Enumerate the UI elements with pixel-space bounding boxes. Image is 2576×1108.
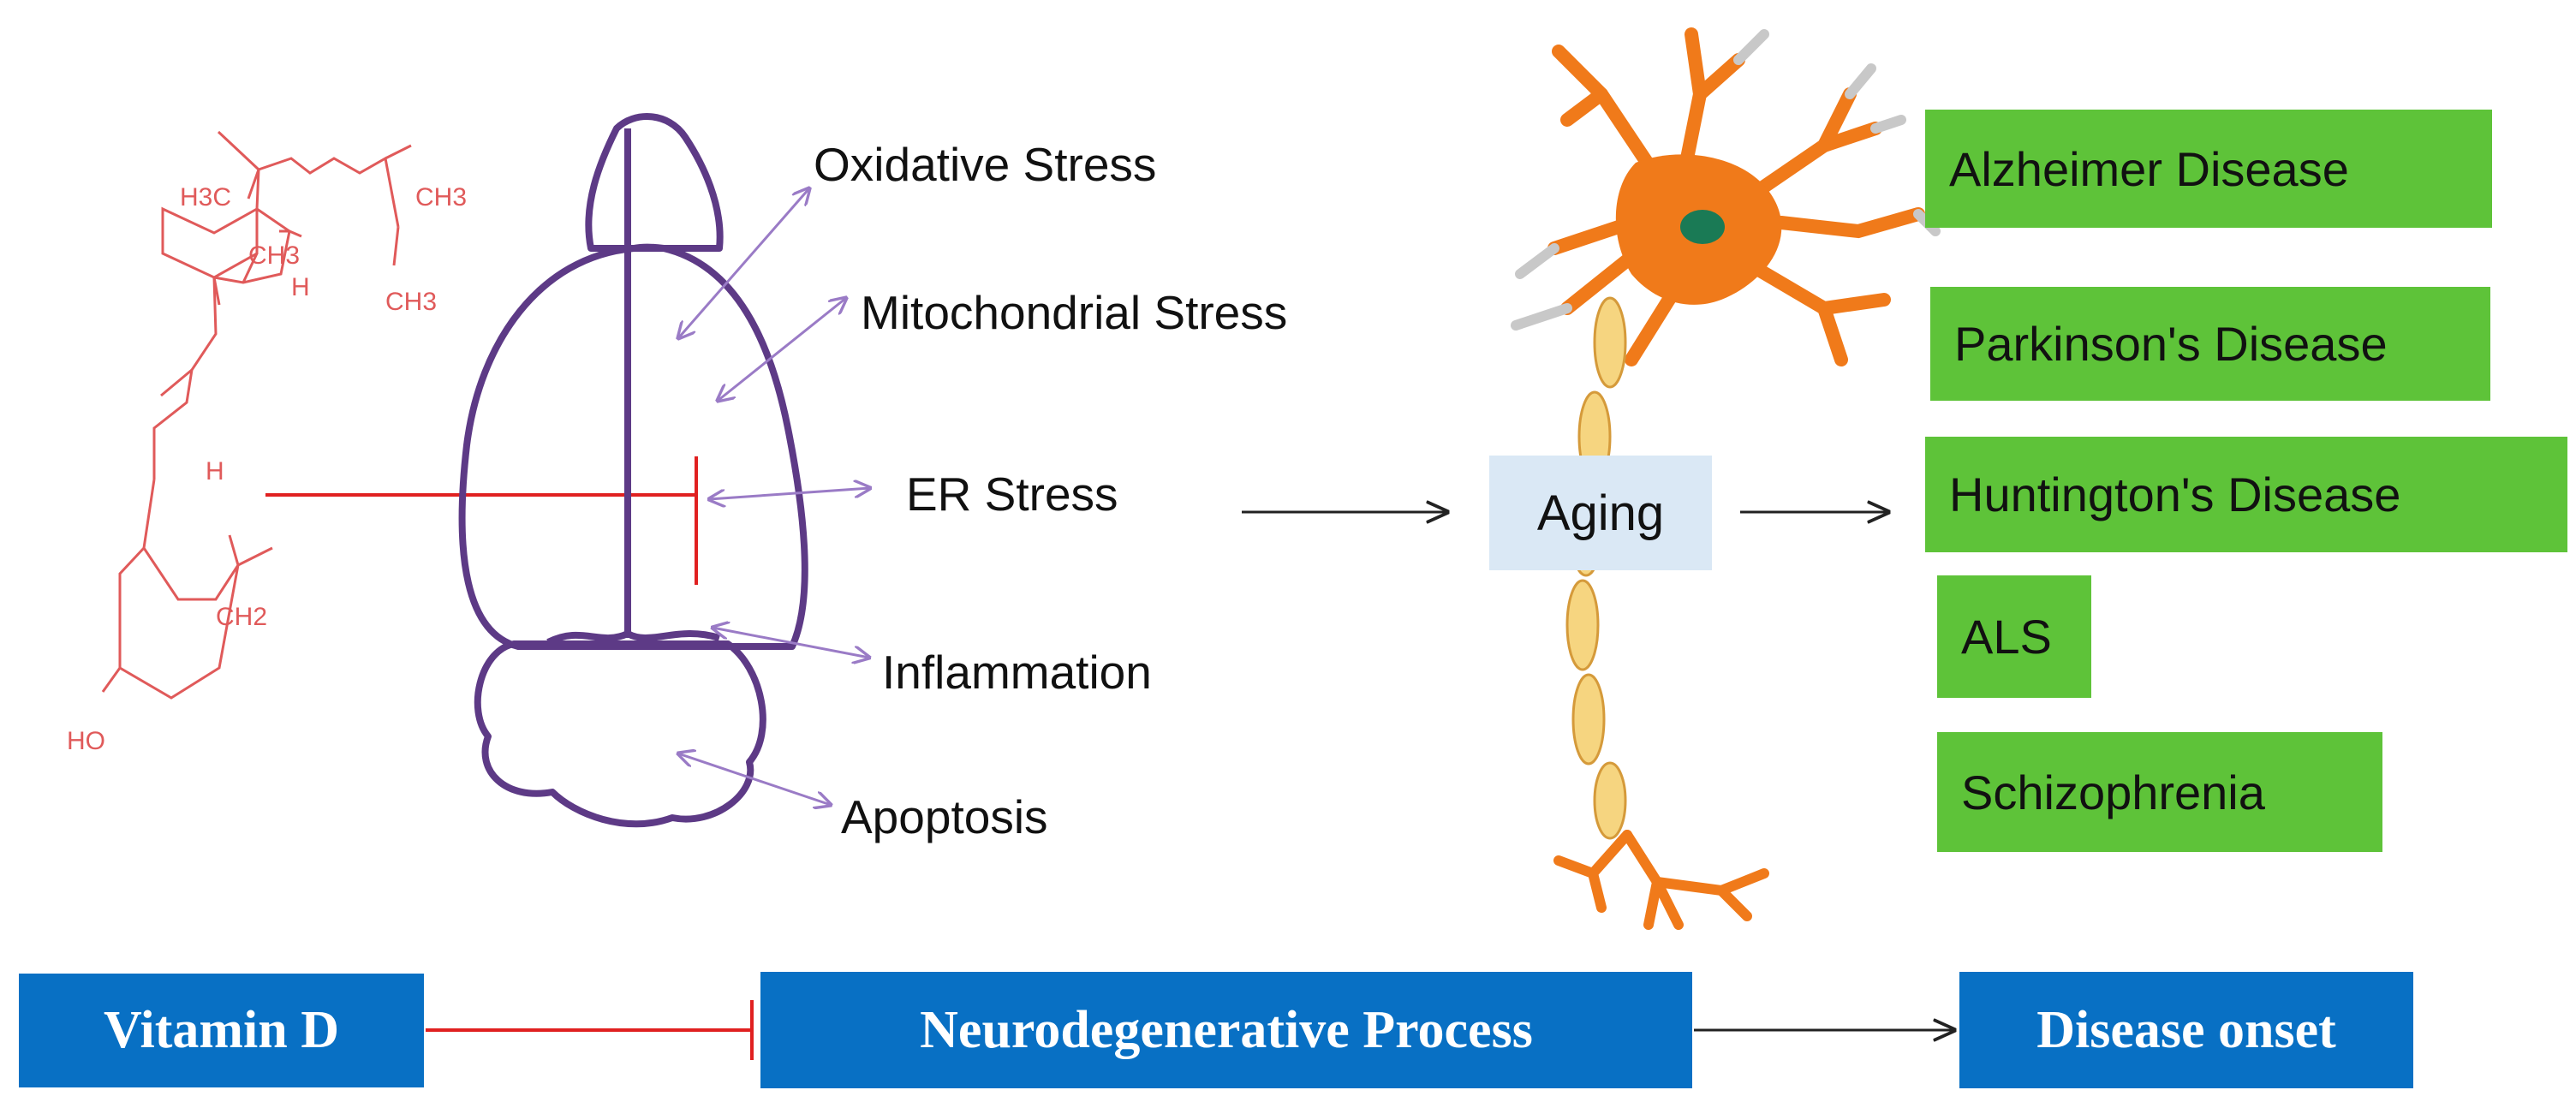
stressor-apoptosis: Apoptosis [841, 790, 1048, 843]
aging-box: Aging [1489, 456, 1712, 570]
label-ch3-mid: CH3 [385, 288, 437, 316]
inhibition-line-top [265, 456, 698, 585]
stressor-er: ER Stress [906, 468, 1118, 521]
arrow-mitochondrial [718, 298, 846, 401]
stress-arrows [678, 188, 870, 805]
label-h3c: H3C [180, 183, 231, 211]
label-ch3-top: CH3 [415, 183, 467, 211]
inhibition-line-bottom [426, 1000, 754, 1060]
disease-als: ALS [1937, 575, 2091, 698]
flow-bottom [426, 1000, 1954, 1060]
disease-schizophrenia: Schizophrenia [1937, 732, 2382, 852]
neurodegenerative-process-box: Neurodegenerative Process [760, 972, 1692, 1088]
label-ho: HO [67, 727, 105, 755]
vitamin-d-box: Vitamin D [19, 974, 424, 1087]
arrow-inflammation [713, 628, 869, 658]
disease-alzheimer: Alzheimer Disease [1925, 110, 2492, 228]
arrow-apoptosis [678, 754, 831, 805]
disease-onset-box: Disease onset [1959, 972, 2413, 1088]
stressor-inflammation: Inflammation [882, 646, 1152, 699]
neuron [1511, 27, 1941, 930]
brain-outline [458, 113, 808, 828]
label-h-right: H [291, 273, 310, 301]
stressor-mitochondrial: Mitochondrial Stress [861, 286, 1288, 339]
arrow-oxidative [678, 188, 809, 338]
label-ch3-methyl: CH3 [248, 241, 300, 270]
arrow-er [709, 488, 870, 499]
vitamin-d-molecule [101, 130, 412, 700]
nucleus [1680, 210, 1725, 244]
label-ch2: CH2 [216, 603, 267, 631]
disease-parkinson: Parkinson's Disease [1930, 287, 2490, 401]
disease-huntington: Huntington's Disease [1925, 437, 2567, 552]
stressor-oxidative: Oxidative Stress [814, 138, 1157, 191]
molecule-labels: H3C CH3 CH3 CH3 H H CH2 HO [67, 183, 467, 755]
label-h-lower: H [206, 457, 224, 485]
